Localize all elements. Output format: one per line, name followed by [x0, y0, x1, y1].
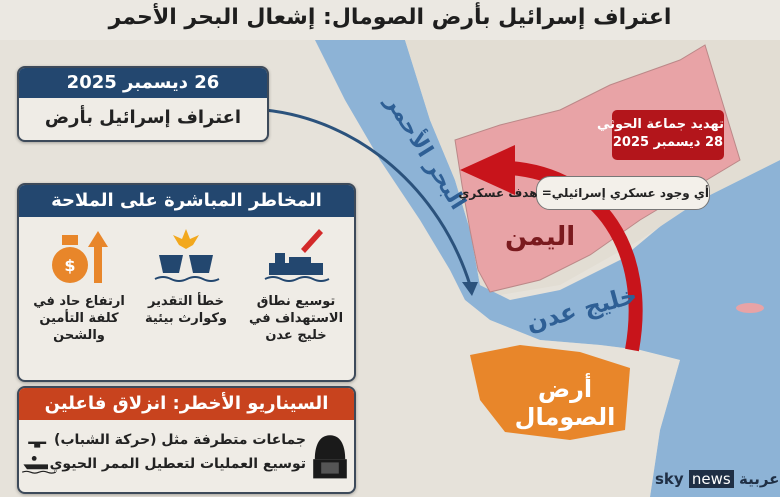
risk-item: $ ارتفاع حاد في كلفة التأمين والشحن [29, 225, 129, 344]
risk-label: ارتفاع حاد في كلفة التأمين والشحن [33, 294, 125, 343]
logo-news: news [688, 470, 734, 488]
drone-boat-icon [21, 441, 57, 474]
logo-arabic: عربية [738, 470, 780, 488]
risk-item: توسيع نطاق الاستهداف في خليج عدن [246, 225, 346, 344]
scenario-line-1: جماعات متطرفة مثل (حركة الشباب) [52, 432, 308, 448]
red-sea [315, 40, 780, 497]
risk-label: خطأ التقدير وكوارث بيئية [144, 294, 227, 326]
svg-text:$: $ [64, 256, 75, 275]
sky-news-arabia-logo: sky news عربية [655, 470, 779, 488]
ship-collision-icon [154, 229, 220, 282]
risk-label: توسيع نطاق الاستهداف في خليج عدن [248, 294, 344, 343]
risks-box: المخاطر المباشرة على الملاحة توسيع نطاق … [17, 183, 356, 382]
scenario-header: السيناريو الأخطر: انزلاق فاعلين [19, 388, 354, 420]
quote-pill: أي وجود عسكري إسرائيلي= هدف عسكري [458, 176, 710, 210]
blue-arrow [264, 108, 472, 286]
logo-sky: sky [655, 470, 684, 488]
map-label-somaliland: أرض الصومال [514, 375, 616, 431]
hacker-icon [313, 435, 347, 479]
houthi-threat-title: تهديد جماعة الحوثي [596, 117, 724, 132]
red-threat-arrow [509, 161, 643, 352]
event-date: 26 ديسمبر 2025 [19, 68, 267, 98]
risk-item: خطأ التقدير وكوارث بيئية [136, 225, 236, 327]
ship-missile-icon [264, 229, 330, 282]
money-bag-rising-icon: $ [52, 231, 108, 283]
scenario-box: السيناريو الأخطر: انزلاق فاعلين جماعات م… [17, 386, 356, 494]
houthi-threat-box: تهديد جماعة الحوثي 28 ديسمبر 2025 [596, 110, 724, 160]
scenario-line-2: توسيع العمليات لتعطيل الممر الحيوي [47, 456, 308, 472]
event-box: 26 ديسمبر 2025 اعتراف إسرائيل بأرض الصوم… [17, 66, 269, 142]
map-label-yemen: اليمن [505, 222, 576, 252]
page-title: اعتراف إسرائيل بأرض الصومال: إشعال البحر… [0, 0, 780, 40]
houthi-threat-date: 28 ديسمبر 2025 [612, 135, 724, 150]
risks-header: المخاطر المباشرة على الملاحة [19, 185, 354, 217]
event-text: اعتراف إسرائيل بأرض الصومال [44, 107, 242, 128]
somaliland-region [470, 345, 630, 440]
